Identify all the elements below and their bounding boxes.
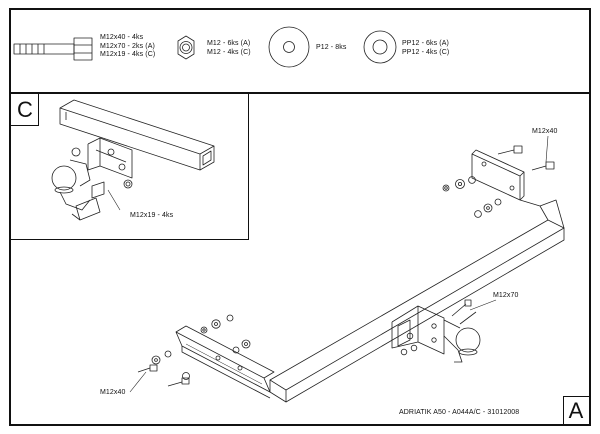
detail-c-drawing (51, 99, 215, 221)
bolt-spec-line: M12x19 - 4ks (C) (100, 51, 156, 59)
nut-spec-text: M12 - 6ks (A) M12 - 4ks (C) (207, 40, 251, 57)
nut-spec-line: M12 - 4ks (C) (207, 48, 251, 56)
bolt-spec-text: M12x40 - 4ks M12x70 - 2ks (A) M12x19 - 4… (100, 34, 155, 60)
bolt-spec-line: M12x40 - 4ks (100, 34, 144, 41)
drawing-frame (9, 8, 591, 426)
hex-bolt-icon (13, 37, 93, 61)
spring-washer-spec-line: PP12 - 4ks (C) (402, 48, 450, 56)
detail-c-panel (11, 94, 249, 240)
washer-spec-line: P12 - 8ks (316, 44, 347, 51)
spring-washer-spec-line: PP12 - 6ks (A) (402, 40, 449, 47)
fastener-set-center (400, 299, 477, 356)
washer-spec-text: P12 - 8ks (316, 44, 346, 53)
callout-top-right: M12x40 (532, 128, 558, 135)
spring-washer-spec-text: PP12 - 6ks (A) PP12 - 4ks (C) (402, 40, 449, 57)
drawing-caption: ADRIATIK A50 - A044A/C - 31012008 (399, 409, 520, 416)
flat-washer-icon (268, 26, 310, 68)
bolt-spec-line: M12x70 - 2ks (A) (100, 42, 155, 50)
detail-c-label: C (17, 97, 33, 122)
spring-washer-icon (363, 30, 397, 64)
fastener-set-top-right (442, 145, 555, 218)
hex-nut-icon (177, 35, 195, 60)
nut-spec-line: M12 - 6ks (A) (207, 40, 251, 47)
main-tow-bar-drawing (175, 149, 565, 403)
callout-bottom-left: M12x40 (100, 389, 126, 396)
callout-middle: M12x70 (493, 292, 519, 299)
detail-c-callout: M12x19 - 4ks (130, 212, 174, 219)
view-a-label: A (568, 398, 584, 423)
fastener-set-left (137, 314, 251, 387)
parts-list-divider (9, 92, 591, 94)
detail-c-label-box (11, 94, 39, 126)
view-a-label-box (563, 396, 589, 424)
